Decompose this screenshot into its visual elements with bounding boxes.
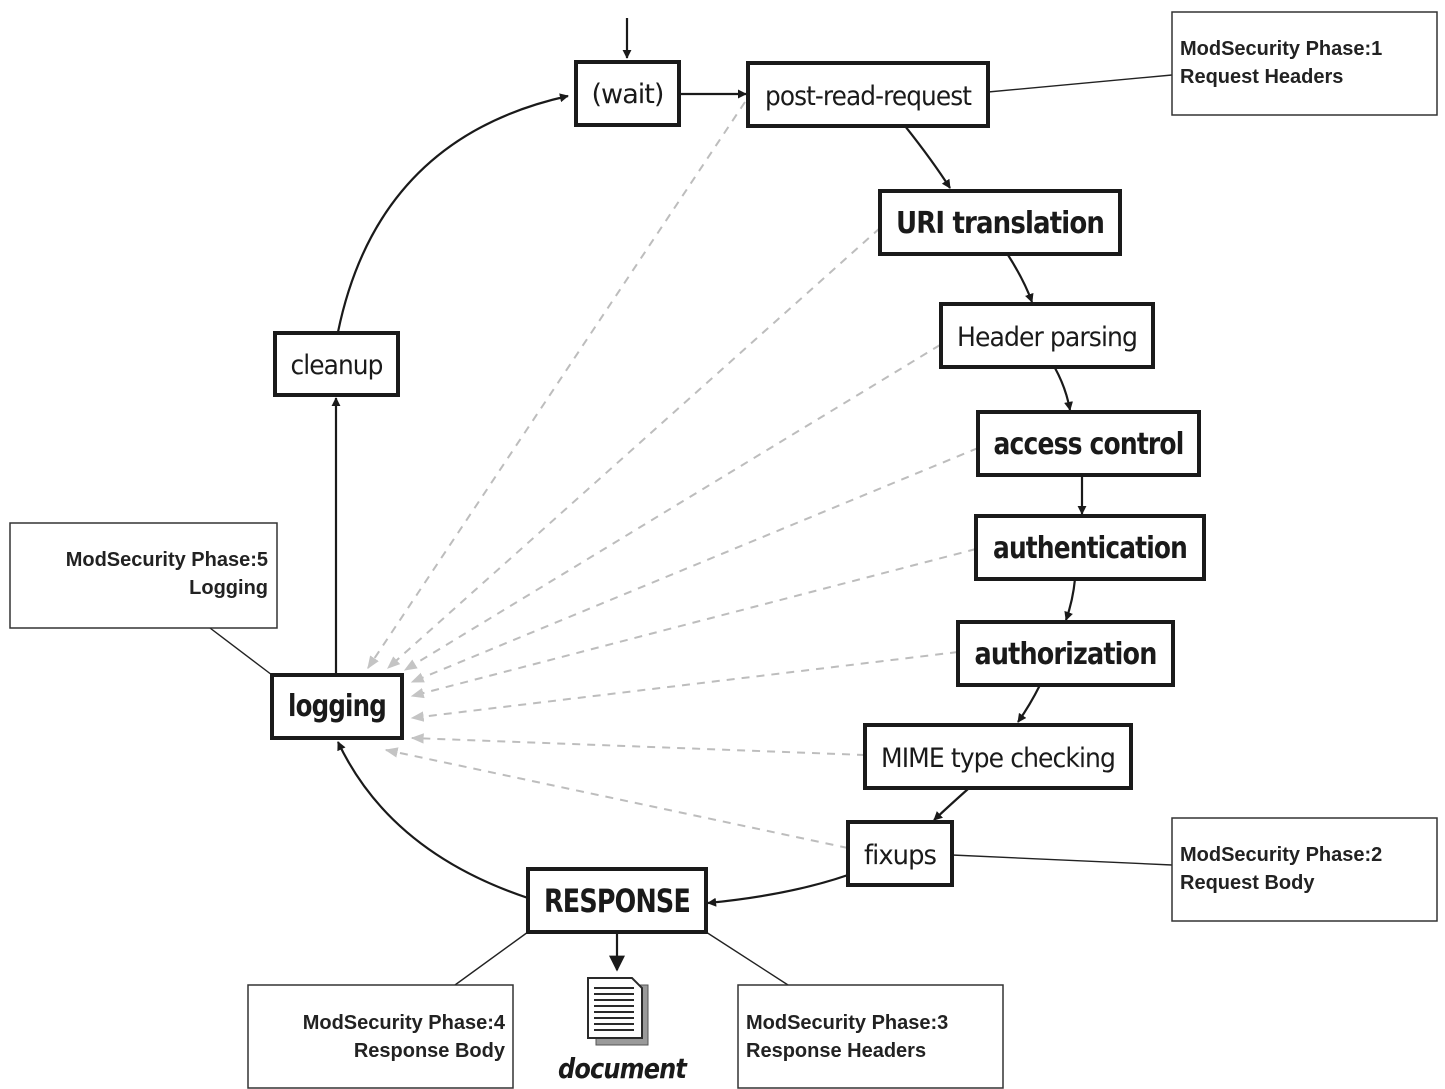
note-phase4: ModSecurity Phase:4 Response Body	[247, 984, 514, 1089]
hook-line-post-read-request	[367, 101, 746, 670]
note-phase4-title: ModSecurity Phase:4	[303, 1012, 506, 1034]
node-authentication-label: authentication	[993, 531, 1187, 566]
leader-phase1	[987, 74, 1173, 93]
node-fixups-label: fixups	[864, 840, 936, 871]
arrow-fixups-to-response	[707, 873, 849, 907]
node-fixups: fixups	[846, 820, 954, 887]
flow-arrows	[331, 18, 1087, 972]
node-header-parsing-label: Header parsing	[957, 322, 1137, 353]
node-header-parsing: Header parsing	[939, 302, 1155, 369]
hook-line-header-parsing	[403, 344, 941, 671]
arrow-mime-to-fixups	[933, 788, 969, 821]
arrow-response-to-logging	[337, 741, 529, 900]
leader-phase4	[454, 931, 529, 986]
leader-phase2	[951, 854, 1173, 866]
note-phase1-title: ModSecurity Phase:1	[1180, 38, 1382, 60]
node-wait: (wait)	[574, 60, 681, 127]
note-phase3: ModSecurity Phase:3 Response Headers	[737, 984, 1004, 1089]
hook-lines	[367, 101, 979, 849]
node-wait-label: (wait)	[592, 79, 664, 110]
node-authorization-label: authorization	[975, 637, 1157, 672]
node-cleanup: cleanup	[273, 331, 400, 397]
arrow-authentication-to-authorization	[1064, 578, 1077, 621]
note-phase2-title: ModSecurity Phase:2	[1180, 844, 1382, 866]
node-uri-translation: URI translation	[878, 189, 1122, 256]
hook-line-mime-type-checking	[410, 733, 866, 756]
arrow-header-to-access	[1054, 367, 1073, 411]
note-phase1-subtitle: Request Headers	[1180, 66, 1343, 88]
hook-line-access-control	[410, 447, 979, 683]
document-icon	[587, 977, 649, 1046]
node-access-control-label: access control	[994, 427, 1184, 462]
arrow-uri-to-header	[1007, 254, 1034, 303]
note-phase5-subtitle: Logging	[189, 577, 268, 599]
note-phase5: ModSecurity Phase:5 Logging	[9, 522, 278, 629]
node-access-control: access control	[976, 410, 1201, 477]
arrow-cleanup-to-wait	[336, 93, 569, 333]
arrow-post-read-to-uri	[904, 125, 951, 189]
node-authentication: authentication	[974, 514, 1206, 581]
node-response-label: RESPONSE	[544, 882, 690, 920]
hook-line-uri-translation	[387, 227, 881, 669]
arrow-authorization-to-mime	[1017, 684, 1041, 723]
document-label: document	[558, 1052, 688, 1085]
note-phase2: ModSecurity Phase:2 Request Body	[1171, 817, 1438, 922]
hook-line-authentication	[410, 548, 977, 699]
note-phase3-subtitle: Response Headers	[746, 1040, 926, 1062]
hook-line-authorization	[410, 651, 959, 722]
node-logging: logging	[270, 673, 404, 740]
leader-phase5	[209, 627, 273, 676]
node-mime-type-checking-label: MIME type checking	[881, 743, 1115, 774]
node-logging-label: logging	[288, 689, 386, 724]
note-leaders	[209, 74, 1173, 986]
node-response: RESPONSE	[526, 867, 708, 934]
node-authorization: authorization	[956, 620, 1175, 687]
node-uri-translation-label: URI translation	[896, 206, 1104, 241]
hook-line-fixups	[384, 747, 849, 849]
node-mime-type-checking: MIME type checking	[863, 723, 1133, 790]
leader-phase3	[705, 931, 789, 986]
note-phase1: ModSecurity Phase:1 Request Headers	[1171, 11, 1438, 116]
node-post-read-request-label: post-read-request	[765, 81, 971, 112]
note-phase5-title: ModSecurity Phase:5	[66, 549, 268, 571]
node-post-read-request: post-read-request	[746, 61, 990, 128]
note-phase3-title: ModSecurity Phase:3	[746, 1012, 948, 1034]
note-phase2-subtitle: Request Body	[1180, 872, 1315, 894]
note-phase4-subtitle: Response Body	[354, 1040, 506, 1062]
node-cleanup-label: cleanup	[291, 350, 383, 381]
